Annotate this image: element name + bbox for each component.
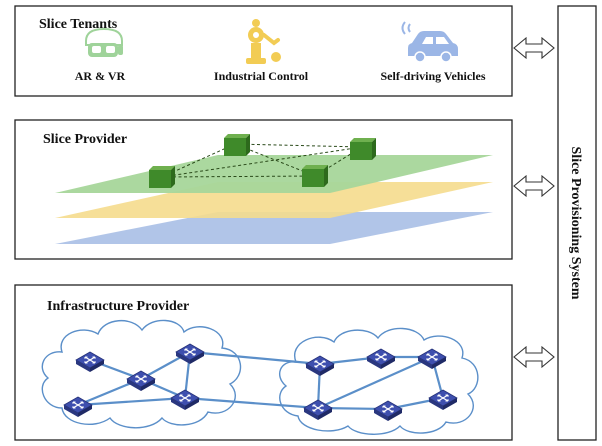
tenant-label-industrial-control: Industrial Control xyxy=(214,69,309,83)
slice-layer-blue xyxy=(55,212,493,244)
router-icon xyxy=(373,400,403,421)
router-icon xyxy=(75,351,105,372)
virtual-node xyxy=(302,165,328,187)
slice-provisioning-system-panel: Slice Provisioning System xyxy=(557,5,597,441)
double-arrow-infrastructure xyxy=(513,345,555,369)
vr-headset-icon xyxy=(85,27,123,57)
slice-provisioning-system-box xyxy=(557,5,597,441)
tenant-label-ar-vr: AR & VR xyxy=(75,69,126,83)
infrastructure-provider-title: Infrastructure Provider xyxy=(47,299,189,314)
router-icon xyxy=(417,348,447,369)
slice-tenants-panel: Slice Tenants AR & VR Industrial Control xyxy=(14,5,513,97)
slice-layer-yellow xyxy=(55,182,493,218)
slice-provider-title: Slice Provider xyxy=(43,132,127,147)
router-icon xyxy=(63,396,93,417)
connected-car-icon xyxy=(401,21,458,63)
virtual-node xyxy=(224,134,250,156)
tenant-label-self-driving-vehicles: Self-driving Vehicles xyxy=(380,69,485,83)
infrastructure-provider-panel: Infrastructure Provider xyxy=(14,284,513,441)
router-group xyxy=(63,343,458,421)
router-icon xyxy=(170,389,200,410)
virtual-node xyxy=(350,138,376,160)
router-icon xyxy=(366,348,396,369)
industrial-robot-icon xyxy=(246,19,281,64)
router-icon xyxy=(305,355,335,376)
router-icon xyxy=(428,389,458,410)
router-icon xyxy=(126,370,156,391)
virtual-node xyxy=(149,166,175,188)
double-arrow-tenants xyxy=(513,36,555,60)
slice-provider-panel: Slice Provider xyxy=(14,119,513,260)
slice-provisioning-system-label: Slice Provisioning System xyxy=(568,147,583,300)
router-icon xyxy=(303,399,333,420)
double-arrow-provider xyxy=(513,174,555,198)
slice-tenants-title: Slice Tenants xyxy=(39,17,118,32)
router-icon xyxy=(175,343,205,364)
